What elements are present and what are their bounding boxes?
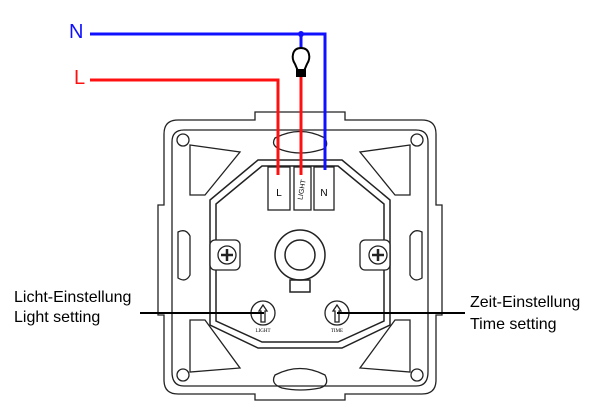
- terminal-n-label: N: [320, 188, 327, 199]
- light-knob-label: LIGHT: [256, 329, 271, 334]
- time-setting-label-en: Time setting: [470, 316, 557, 333]
- screw-right: [359, 239, 391, 271]
- live-wire: [90, 74, 303, 175]
- junction-dot: [298, 31, 304, 37]
- screw-left: [209, 239, 241, 271]
- terminal-block: [267, 166, 335, 211]
- switch-body: [209, 159, 391, 349]
- neutral-wire: [90, 32, 327, 170]
- time-setting-label-de: Zeit-Einstellung: [470, 294, 581, 311]
- light-setting-label-en: Light setting: [14, 309, 101, 326]
- light-bulb-icon: [291, 46, 311, 77]
- terminal-light-label: LIGHT: [297, 178, 308, 200]
- light-setting-label-de: Licht-Einstellung: [14, 289, 132, 306]
- time-knob-label: TIME: [331, 329, 343, 334]
- terminal-l-label: L: [276, 188, 282, 199]
- live-label: L: [74, 67, 86, 89]
- neutral-label: N: [69, 21, 84, 43]
